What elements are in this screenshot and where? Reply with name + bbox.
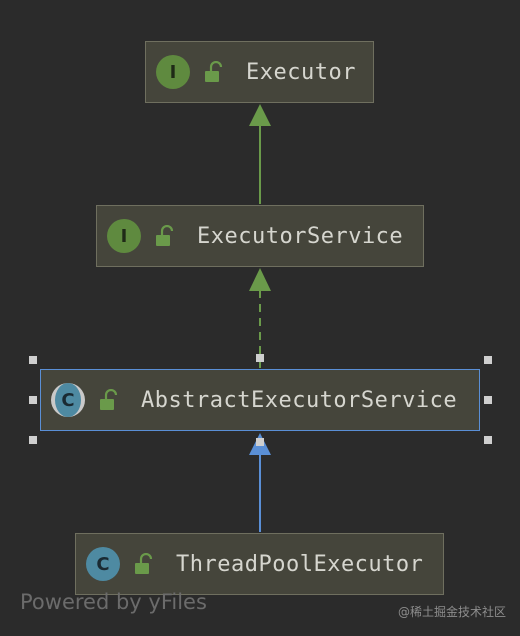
interface-badge-icon: I xyxy=(107,219,141,253)
unlocked-padlock-icon xyxy=(100,389,118,410)
unlocked-padlock-icon xyxy=(205,61,223,82)
selection-handle-top-right[interactable] xyxy=(484,356,492,364)
powered-by-label: Powered by yFiles xyxy=(20,590,207,614)
node-executorservice[interactable]: I ExecutorService xyxy=(96,205,424,267)
unlocked-padlock-icon xyxy=(135,553,153,574)
arrowhead-executor xyxy=(249,104,271,126)
watermark-text: @稀土掘金技术社区 xyxy=(397,605,506,619)
node-label: Executor xyxy=(246,59,356,85)
edge-port-handle[interactable] xyxy=(256,354,264,362)
node-abstractexecutorservice[interactable]: C AbstractExecutorService xyxy=(40,369,480,431)
node-threadpoolexecutor[interactable]: C ThreadPoolExecutor xyxy=(75,533,444,595)
unlocked-padlock-icon xyxy=(156,225,174,246)
node-label: AbstractExecutorService xyxy=(141,387,458,413)
abstract-class-badge-icon: C xyxy=(51,383,85,417)
selection-handle-bottom-right[interactable] xyxy=(484,436,492,444)
node-label: ThreadPoolExecutor xyxy=(176,551,424,577)
edge-port-handle[interactable] xyxy=(256,438,264,446)
node-executor[interactable]: I Executor xyxy=(145,41,374,103)
selection-handle-middle-right[interactable] xyxy=(484,396,492,404)
class-badge-icon: C xyxy=(86,547,120,581)
interface-badge-icon: I xyxy=(156,55,190,89)
selection-handle-middle-left[interactable] xyxy=(29,396,37,404)
arrowhead-executorservice xyxy=(249,268,271,291)
node-label: ExecutorService xyxy=(197,223,404,249)
selection-handle-bottom-left[interactable] xyxy=(29,436,37,444)
selection-handle-top-left[interactable] xyxy=(29,356,37,364)
